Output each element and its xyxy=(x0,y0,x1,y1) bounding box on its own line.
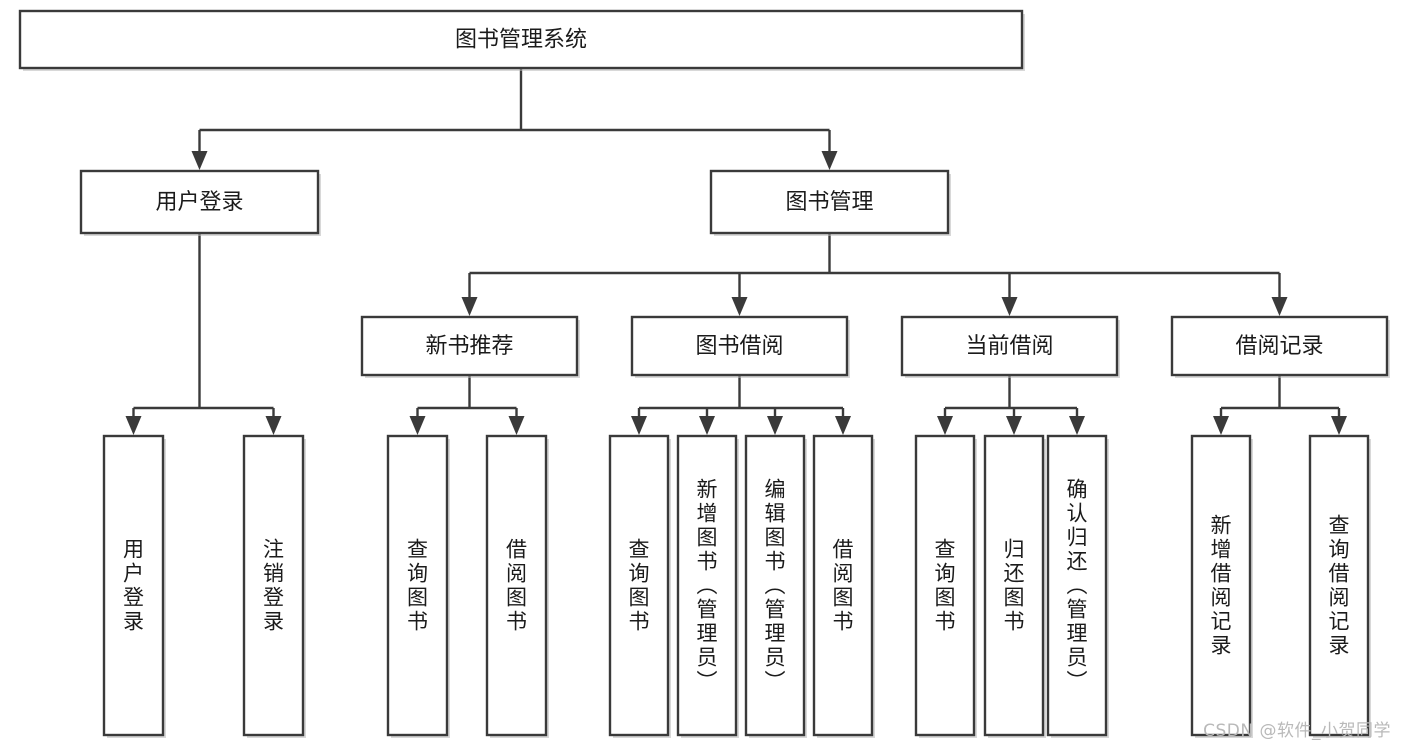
node-leaf-borrow-book-1[interactable]: 借阅图书 xyxy=(485,434,549,738)
connector-group xyxy=(125,233,282,435)
node-current-borrow[interactable]: 当前借阅 xyxy=(900,315,1120,378)
arrow-head-icon xyxy=(409,416,426,435)
arrow-head-icon xyxy=(937,416,953,435)
node-box[interactable] xyxy=(608,434,670,737)
node-leaf-borrow-book-2[interactable]: 借阅图书 xyxy=(812,434,875,738)
node-label: 查询图书 xyxy=(629,538,650,634)
arrow-head-icon xyxy=(1069,416,1085,435)
node-box[interactable] xyxy=(709,169,950,235)
arrow-head-icon xyxy=(767,416,783,435)
node-leaf-user-login[interactable]: 用户登录 xyxy=(102,434,166,738)
node-label: 用户登录 xyxy=(155,190,243,215)
arrow-head-icon xyxy=(821,151,838,170)
node-box[interactable] xyxy=(676,434,738,737)
node-box[interactable] xyxy=(1046,434,1108,737)
node-box[interactable] xyxy=(983,434,1045,737)
node-new-book-rec[interactable]: 新书推荐 xyxy=(360,315,580,378)
node-box[interactable] xyxy=(1170,315,1389,377)
node-label: 注销登录 xyxy=(263,538,284,634)
node-label: 确认归还︵管理员︶ xyxy=(1067,478,1088,694)
node-box[interactable] xyxy=(1190,434,1252,737)
node-leaf-edit-book-admin[interactable]: 编辑图书︵管理员︶ xyxy=(744,434,807,738)
arrow-head-icon xyxy=(1006,416,1022,435)
node-book-manage[interactable]: 图书管理 xyxy=(709,169,951,236)
node-layer: 图书管理系统用户登录图书管理新书推荐图书借阅当前借阅借阅记录用户登录注销登录查询… xyxy=(18,9,1390,738)
node-label: 当前借阅 xyxy=(965,334,1053,359)
node-box[interactable] xyxy=(744,434,806,737)
node-leaf-return-book[interactable]: 归还图书 xyxy=(983,434,1046,738)
arrow-head-icon xyxy=(461,297,478,316)
connector-group xyxy=(191,68,838,170)
node-borrow-record[interactable]: 借阅记录 xyxy=(1170,315,1390,378)
node-label: 查询借阅记录 xyxy=(1329,514,1350,658)
arrow-head-icon xyxy=(1001,297,1018,316)
node-label: 新增借阅记录 xyxy=(1211,514,1232,658)
node-box[interactable] xyxy=(18,9,1024,70)
connector-group xyxy=(461,233,1288,316)
node-box[interactable] xyxy=(102,434,165,737)
arrow-head-icon xyxy=(508,416,525,435)
node-root[interactable]: 图书管理系统 xyxy=(18,9,1025,71)
node-label: 编辑图书︵管理员︶ xyxy=(765,478,786,694)
connector-group xyxy=(409,375,525,435)
node-leaf-query-book-3[interactable]: 查询图书 xyxy=(914,434,977,738)
node-box[interactable] xyxy=(242,434,305,737)
node-label: 新书推荐 xyxy=(425,334,513,359)
node-leaf-query-book-2[interactable]: 查询图书 xyxy=(608,434,671,738)
node-leaf-query-book-1[interactable]: 查询图书 xyxy=(386,434,450,738)
connector-layer xyxy=(125,68,1347,435)
node-label: 图书管理系统 xyxy=(455,28,587,53)
node-box[interactable] xyxy=(812,434,874,737)
csdn-watermark: CSDN @软件_小贺同学 xyxy=(1203,721,1391,741)
node-box[interactable] xyxy=(386,434,449,737)
node-leaf-add-book-admin[interactable]: 新增图书︵管理员︶ xyxy=(676,434,739,738)
node-box[interactable] xyxy=(79,169,320,235)
arrow-head-icon xyxy=(631,416,647,435)
node-label: 归还图书 xyxy=(1004,538,1025,634)
arrow-head-icon xyxy=(125,416,142,435)
node-label: 图书借阅 xyxy=(695,334,783,359)
arrow-head-icon xyxy=(835,416,851,435)
node-label: 借阅记录 xyxy=(1235,334,1323,359)
node-leaf-query-borrow-record[interactable]: 查询借阅记录 xyxy=(1308,434,1371,738)
node-label: 用户登录 xyxy=(123,538,144,634)
arrow-head-icon xyxy=(731,297,748,316)
arrow-head-icon xyxy=(1271,297,1288,316)
connector-group xyxy=(937,375,1085,435)
node-book-borrow[interactable]: 图书借阅 xyxy=(630,315,850,378)
arrow-head-icon xyxy=(265,416,282,435)
node-box[interactable] xyxy=(1308,434,1370,737)
arrow-head-icon xyxy=(1213,416,1229,435)
node-leaf-confirm-return-admin[interactable]: 确认归还︵管理员︶ xyxy=(1046,434,1109,738)
node-box[interactable] xyxy=(900,315,1119,377)
arrow-head-icon xyxy=(191,151,208,170)
node-label: 借阅图书 xyxy=(506,538,527,634)
arrow-head-icon xyxy=(699,416,715,435)
node-label: 图书管理 xyxy=(785,190,873,215)
connector-group xyxy=(1213,375,1347,435)
node-leaf-user-logout[interactable]: 注销登录 xyxy=(242,434,306,738)
node-user-login[interactable]: 用户登录 xyxy=(79,169,321,236)
node-label: 新增图书︵管理员︶ xyxy=(697,478,718,694)
node-box[interactable] xyxy=(485,434,548,737)
node-box[interactable] xyxy=(914,434,976,737)
node-box[interactable] xyxy=(360,315,579,377)
node-label: 借阅图书 xyxy=(833,538,854,634)
node-leaf-add-borrow-record[interactable]: 新增借阅记录 xyxy=(1190,434,1253,738)
node-label: 查询图书 xyxy=(407,538,428,634)
arrow-head-icon xyxy=(1331,416,1347,435)
connector-group xyxy=(631,375,851,435)
node-box[interactable] xyxy=(630,315,849,377)
node-label: 查询图书 xyxy=(935,538,956,634)
